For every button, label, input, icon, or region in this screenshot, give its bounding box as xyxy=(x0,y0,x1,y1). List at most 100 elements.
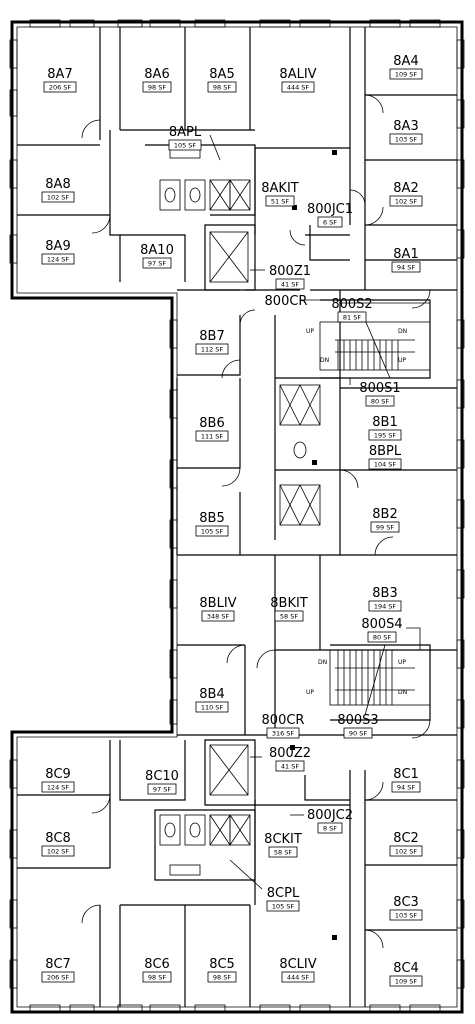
room-name: 8CKIT xyxy=(264,832,302,847)
room-name: 8A4 xyxy=(393,54,418,69)
area-box xyxy=(43,81,77,93)
area-box xyxy=(207,971,237,983)
room-area: 102 SF xyxy=(47,848,70,856)
room-name: 800S1 xyxy=(359,381,400,396)
room-area: 103 SF xyxy=(395,136,418,144)
room-name: 800S2 xyxy=(331,297,372,312)
room-area: 98 SF xyxy=(213,974,231,982)
room-name: 8APL xyxy=(169,125,202,140)
room-name: 8C6 xyxy=(144,957,170,972)
room-area: 94 SF xyxy=(397,264,415,272)
room-name: 8A6 xyxy=(144,67,169,82)
leader-lines xyxy=(209,134,430,890)
room-area: 41 SF xyxy=(281,281,299,289)
room-name: 8A5 xyxy=(209,67,234,82)
room-name: 800JC1 xyxy=(307,202,353,217)
room-name: 8C10 xyxy=(145,769,179,784)
room-name: 8A9 xyxy=(45,239,70,254)
area-box xyxy=(41,845,75,857)
room-800jc1: 800JC1 6 SF xyxy=(307,202,353,228)
area-box xyxy=(41,781,75,793)
room-name: 8B2 xyxy=(372,507,397,522)
room-8a6: 8A6 98 SF xyxy=(142,67,172,93)
interior-walls xyxy=(17,27,457,1007)
room-name: 8C3 xyxy=(393,895,419,910)
room-name: 800CR xyxy=(262,713,305,728)
room-area: 124 SF xyxy=(47,256,70,264)
room-area: 98 SF xyxy=(213,84,231,92)
room-area: 316 SF xyxy=(272,730,295,738)
stair-up-label: UP xyxy=(306,689,314,696)
area-box xyxy=(389,975,423,987)
room-8cpl: 8CPL 105 SF xyxy=(266,886,300,912)
room-name: 8CPL xyxy=(267,886,300,901)
stair-up-label: UP xyxy=(398,357,406,364)
stair-800S4: DN UP UP DN xyxy=(306,644,431,716)
room-area: 109 SF xyxy=(395,978,418,986)
area-box xyxy=(281,971,315,983)
area-box xyxy=(195,701,229,713)
room-area: 111 SF xyxy=(201,433,224,441)
area-box xyxy=(41,191,75,203)
room-name: 8C2 xyxy=(393,831,419,846)
area-box xyxy=(195,343,229,355)
room-area: 444 SF xyxy=(287,84,310,92)
stair-dn-label: DN xyxy=(398,328,407,335)
room-8a3: 8A3 103 SF xyxy=(389,119,423,145)
room-area: 105 SF xyxy=(272,903,295,911)
room-area: 105 SF xyxy=(201,528,224,536)
room-name: 800S3 xyxy=(337,713,378,728)
area-box xyxy=(265,195,295,207)
area-box xyxy=(343,727,373,739)
area-box xyxy=(168,139,202,151)
stair-dn-label: DN xyxy=(320,357,329,364)
room-name: 8A3 xyxy=(393,119,418,134)
room-8c2: 8C2 102 SF xyxy=(389,831,423,857)
room-area: 102 SF xyxy=(395,198,418,206)
room-name: 8A2 xyxy=(393,181,418,196)
area-box xyxy=(389,68,423,80)
room-area: 102 SF xyxy=(395,848,418,856)
room-name: 8BKIT xyxy=(270,596,308,611)
room-name: 800CR xyxy=(265,294,308,309)
room-area: 94 SF xyxy=(397,784,415,792)
room-area: 6 SF xyxy=(323,219,337,227)
room-area: 195 SF xyxy=(374,432,397,440)
room-800cr-bot: 800CR 316 SF xyxy=(262,713,305,739)
stair-800S2: UP DN DN UP xyxy=(306,319,431,379)
room-area: 98 SF xyxy=(148,84,166,92)
area-box xyxy=(195,430,229,442)
room-name: 8A8 xyxy=(45,177,70,192)
area-box xyxy=(268,846,298,858)
room-name: 8CLIV xyxy=(279,957,316,972)
area-box xyxy=(317,822,343,834)
room-name: 8C5 xyxy=(209,957,235,972)
area-box xyxy=(368,458,402,470)
room-area: 110 SF xyxy=(201,704,224,712)
area-box xyxy=(275,760,305,772)
area-box xyxy=(391,781,421,793)
area-box xyxy=(317,216,343,228)
markers xyxy=(290,150,337,940)
room-area: 103 SF xyxy=(395,912,418,920)
